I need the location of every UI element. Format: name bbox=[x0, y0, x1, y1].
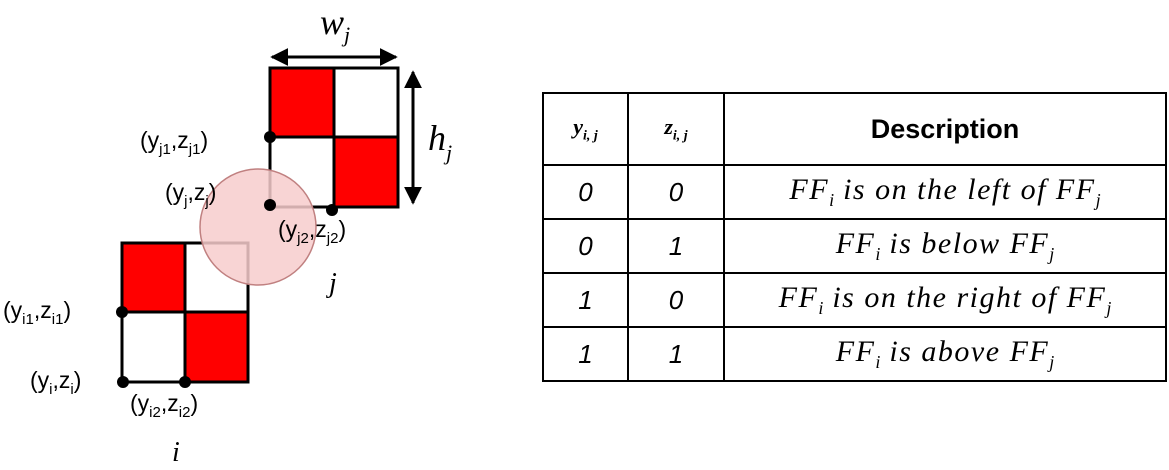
cell-description: FFi is on the right of FFj bbox=[723, 272, 1167, 328]
header-z: zi, j bbox=[627, 92, 725, 166]
label-yj1-zj1: (yj1,zj1) bbox=[140, 127, 208, 158]
header-y: yi, j bbox=[542, 92, 629, 166]
point-i1 bbox=[116, 306, 128, 318]
point-j2 bbox=[326, 204, 338, 216]
block-j-red-cell-top-left bbox=[270, 68, 334, 137]
table-row: 0 1 FFi is below FFj bbox=[542, 218, 1167, 274]
cell-z: 1 bbox=[627, 326, 725, 382]
cell-z: 0 bbox=[627, 164, 725, 220]
cell-y: 0 bbox=[542, 218, 629, 274]
point-j1 bbox=[264, 131, 276, 143]
height-label: hj bbox=[428, 118, 452, 165]
point-i bbox=[117, 376, 129, 388]
label-yi-zi: (yi,zi) bbox=[30, 367, 81, 398]
label-yj-zj: (yj,zj) bbox=[165, 179, 216, 210]
label-yj2-zj2: (yj2,zj2) bbox=[278, 216, 346, 247]
cell-description: FFi is above FFj bbox=[723, 326, 1167, 382]
cell-y: 1 bbox=[542, 326, 629, 382]
point-j bbox=[264, 199, 276, 211]
width-label: wj bbox=[320, 2, 350, 47]
table-row: 1 0 FFi is on the right of FFj bbox=[542, 272, 1167, 328]
block-j-name: j bbox=[326, 268, 337, 299]
cell-y: 0 bbox=[542, 164, 629, 220]
block-j-red-cell-bottom-right bbox=[334, 138, 398, 207]
flip-flop-diagram: wj hj (yj1,zj1) (yj,zj) (yj2,zj2) (yi1,z… bbox=[3, 2, 452, 468]
cell-y: 1 bbox=[542, 272, 629, 328]
label-yi2-zi2: (yi2,zi2) bbox=[130, 390, 198, 421]
block-i-name: i bbox=[172, 437, 180, 468]
block-i-red-cell-bottom-right bbox=[185, 313, 248, 382]
label-yi1-zi1: (yi1,zi1) bbox=[3, 297, 71, 328]
cell-description: FFi is below FFj bbox=[723, 218, 1167, 274]
block-i-red-cell-top-left bbox=[122, 243, 185, 312]
table-row: 1 1 FFi is above FFj bbox=[542, 326, 1167, 382]
cell-z: 1 bbox=[627, 218, 725, 274]
overlap-highlight-circle bbox=[199, 168, 317, 286]
block-j bbox=[268, 66, 400, 209]
cell-z: 0 bbox=[627, 272, 725, 328]
header-description: Description bbox=[723, 92, 1167, 166]
point-i2 bbox=[179, 376, 191, 388]
table-header-row: yi, j zi, j Description bbox=[542, 92, 1167, 166]
relative-position-table: yi, j zi, j Description 0 0 FFi is on th… bbox=[542, 92, 1167, 382]
cell-description: FFi is on the left of FFj bbox=[723, 164, 1167, 220]
table-row: 0 0 FFi is on the left of FFj bbox=[542, 164, 1167, 220]
